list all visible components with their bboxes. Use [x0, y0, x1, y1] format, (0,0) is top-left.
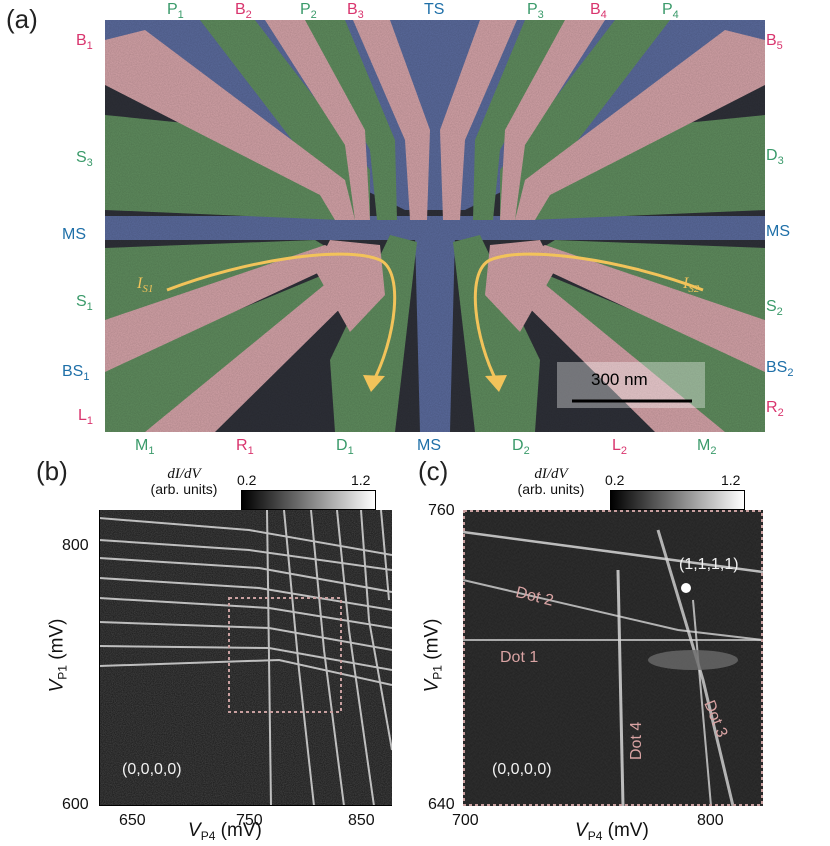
sem-image [105, 20, 765, 432]
panel-b-letter: (b) [36, 456, 68, 486]
c-ylabel: VP1 (mV) [421, 618, 445, 693]
panel-c-letter: (c) [418, 456, 449, 486]
dot-1-label: Dot 1 [500, 649, 539, 666]
map-b-annotation: (0,0,0,0) [122, 761, 182, 778]
colorbar-b-max: 1.2 [351, 472, 371, 488]
gate-label-L2: L2 [612, 437, 628, 458]
b-ylabel: VP1 (mV) [46, 618, 70, 693]
b-xtick-750: 750 [236, 812, 263, 829]
colorbar-b [241, 490, 376, 510]
colorbar-c-min: 0.2 [605, 472, 625, 488]
gate-label-MS-left: MS [62, 226, 86, 243]
state-label-top: (1,1,1,1) [679, 556, 739, 573]
gate-label-P2: P2 [300, 1, 317, 22]
b-ytick-600: 600 [62, 796, 89, 813]
b-xlabel: VP4 (mV) [188, 820, 262, 843]
gate-label-B2: B2 [235, 1, 252, 22]
state-label-bottom: (0,0,0,0) [492, 761, 552, 778]
gate-label-M2: M2 [697, 437, 717, 458]
gate-label-MS-right: MS [766, 223, 790, 240]
c-xlabel: VP4 (mV) [575, 820, 649, 843]
b-ytick-800: 800 [62, 537, 89, 554]
c-xtick-800: 800 [697, 812, 724, 829]
b-xtick-650: 650 [119, 812, 146, 829]
current-arrowhead-left [363, 375, 385, 392]
colorbar-b-title: dI/dV(arb. units) [150, 466, 218, 497]
gate-label-R1: R1 [236, 437, 254, 458]
gate-label-L1: L1 [78, 407, 94, 428]
current-arrow-right [473, 252, 704, 383]
gate-label-R2: R2 [766, 399, 784, 420]
stability-map-b [99, 510, 392, 806]
gate-label-B5: B5 [766, 32, 783, 53]
gate-label-D3: D3 [766, 147, 784, 168]
gate-label-BS2: BS2 [766, 359, 794, 380]
stability-map-c [463, 510, 763, 806]
c-xtick-700: 700 [452, 812, 479, 829]
gate-label-B1: B1 [76, 32, 93, 53]
gate-label-B4: B4 [590, 1, 607, 22]
gate-label-P3: P3 [527, 1, 544, 22]
gate-label-S2: S2 [766, 298, 783, 319]
colorbar-c-title: dI/dV(arb. units) [517, 466, 585, 497]
gate-label-TS: TS [424, 1, 445, 18]
current-arrowhead-right [485, 375, 507, 392]
gate-label-D1: D1 [336, 437, 354, 458]
gate-label-D2: D2 [512, 437, 530, 458]
gate-label-P4: P4 [662, 1, 679, 22]
current-label-left: IS1 [137, 275, 154, 296]
c-ytick-640: 640 [428, 796, 455, 813]
state-marker [681, 583, 691, 593]
gate-label-MS-bottom: MS [417, 437, 441, 454]
c-ytick-760: 760 [428, 502, 455, 519]
gate-label-BS1: BS1 [62, 363, 90, 384]
gate-label-P1: P1 [167, 1, 184, 22]
zoom-region-box [228, 597, 342, 713]
gate-label-S1: S1 [76, 293, 93, 314]
colorbar-c-max: 1.2 [721, 472, 741, 488]
panel-a-letter: (a) [6, 4, 38, 34]
current-arrow-left [166, 252, 397, 383]
colorbar-c [610, 490, 745, 510]
gate-label-B3: B3 [347, 1, 364, 22]
dot-4-label: Dot 4 [628, 721, 645, 760]
scale-bar-label: 300 nm [591, 370, 648, 389]
gate-label-S3: S3 [76, 149, 93, 170]
b-xtick-850: 850 [348, 812, 375, 829]
current-label-right: IS2 [683, 275, 700, 296]
colorbar-b-min: 0.2 [237, 472, 257, 488]
gate-label-M1: M1 [135, 437, 155, 458]
